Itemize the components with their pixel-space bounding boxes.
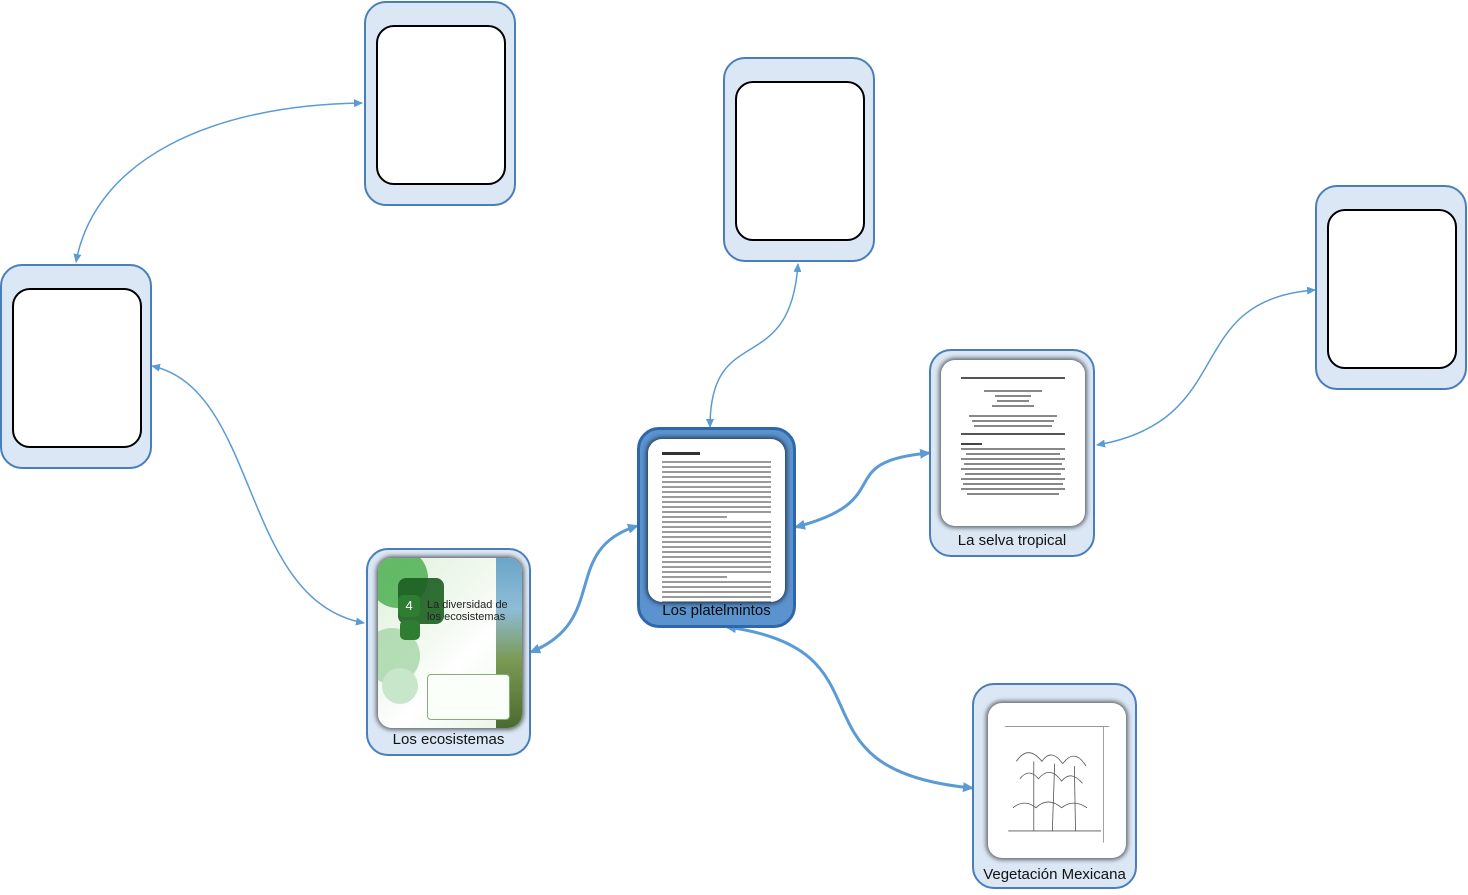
node-los-platelmintos[interactable]: Los platelmintos: [637, 427, 796, 628]
empty-node-top-center[interactable]: [723, 57, 875, 262]
empty-thumbnail: [1327, 209, 1457, 369]
node-selva-tropical[interactable]: La selva tropical: [929, 349, 1095, 557]
node-caption: Los platelmintos: [662, 602, 771, 619]
connector-ecosistemas-to-platelmintos: [529, 523, 639, 654]
node-caption: La selva tropical: [957, 532, 1067, 549]
book-cover-thumbnail: 4 La diversidad de los ecosistemas: [378, 558, 522, 728]
node-vegetacion-mexicana[interactable]: Vegetación Mexicana: [972, 683, 1137, 889]
doc-heading-line: [961, 376, 1065, 379]
empty-thumbnail: [12, 288, 142, 448]
connector-platelmintos-to-selva: [794, 448, 931, 530]
sketch-thumbnail: [988, 703, 1126, 858]
connector-selva-to-right: [1096, 286, 1316, 448]
empty-node-left[interactable]: [0, 264, 152, 469]
empty-thumbnail: [376, 25, 506, 185]
vegetation-sketch: [1004, 726, 1110, 843]
empty-thumbnail: [735, 81, 865, 241]
doc-title-block: [961, 387, 1065, 498]
connector-left-to-ecosistemas: [151, 363, 365, 626]
empty-node-right[interactable]: [1315, 185, 1467, 390]
document-thumbnail: [648, 439, 785, 602]
chapter-number-badge: 4: [398, 595, 421, 618]
contents-box: [426, 673, 510, 720]
cover-title: La diversidad de los ecosistemas: [426, 598, 508, 623]
connector-platelmintos-to-vegetacion: [725, 623, 974, 793]
connector-left-to-topleft: [73, 99, 363, 263]
connector-platelmintos-to-top: [706, 263, 802, 428]
empty-node-top-left[interactable]: [364, 1, 516, 206]
document-thumbnail: [941, 360, 1085, 526]
doc-text-lines: [661, 452, 772, 602]
node-los-ecosistemas[interactable]: 4 La diversidad de los ecosistemas Los e…: [366, 548, 531, 756]
node-caption: Los ecosistemas: [392, 731, 505, 748]
green-shape: [400, 620, 420, 640]
green-shape: [382, 668, 418, 704]
node-caption: Vegetación Mexicana: [983, 866, 1126, 883]
